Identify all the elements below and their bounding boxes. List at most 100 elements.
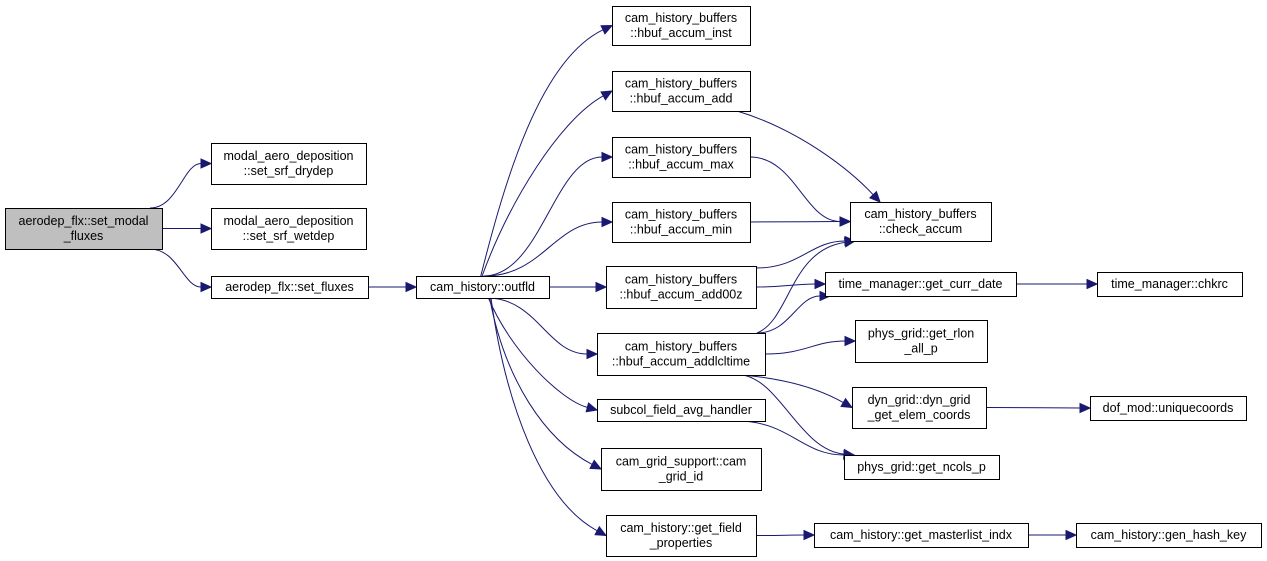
node-box-hbuf_accum_add00z[interactable] [606,266,757,309]
edge-root-to-set_fluxes [149,248,202,288]
edge-subcol_field_avg_handler-to-get_ncols_p [736,420,845,456]
edge-hbuf_accum_addlcltime-to-get_ncols_p [741,374,845,455]
node-box-dyn_grid_get_elem_coords[interactable] [852,387,987,429]
node-set_srf_drydep[interactable]: modal_aero_deposition::set_srf_drydep [211,143,367,185]
node-box-subcol_field_avg_handler[interactable] [597,399,766,422]
arrowhead-outfld-to-hbuf_accum_inst [600,24,614,35]
node-get_masterlist_indx[interactable]: cam_history::get_masterlist_indx [814,523,1029,548]
node-check_accum[interactable]: cam_history_buffers::check_accum [850,202,992,242]
arrowhead-outfld-to-hbuf_accum_max [601,151,614,163]
node-hbuf_accum_addlcltime[interactable]: cam_history_buffers::hbuf_accum_addlclti… [597,333,766,376]
node-label-cam_grid_id-line-0: cam_grid_support::cam [616,455,747,469]
node-box-set_fluxes[interactable] [211,276,369,299]
node-box-root [5,208,163,250]
arrowhead-dyn_grid_get_elem_coords-to-uniquecoords [1079,402,1092,414]
node-cam_grid_id[interactable]: cam_grid_support::cam_grid_id [601,448,762,491]
node-label-root-line-0: aerodep_flx::set_modal [19,214,149,228]
node-box-hbuf_accum_addlcltime[interactable] [597,333,766,376]
node-label-check_accum-line-0: cam_history_buffers [864,207,976,221]
node-label-set_srf_drydep-line-0: modal_aero_deposition [224,149,354,163]
node-box-get_masterlist_indx[interactable] [814,523,1029,548]
node-box-uniquecoords[interactable] [1090,396,1247,421]
node-set_fluxes[interactable]: aerodep_flx::set_fluxes [211,276,369,299]
node-label-dyn_grid_get_elem_coords-line-1: _get_elem_coords [867,408,971,422]
node-box-hbuf_accum_max[interactable] [612,137,751,178]
edge-outfld-to-get_field_properties [490,297,598,532]
edge-outfld-to-hbuf_accum_min [484,221,603,277]
node-get_rlon_all_p[interactable]: phys_grid::get_rlon_all_p [855,320,988,363]
node-box-get_ncols_p[interactable] [844,455,1000,480]
edge-outfld-to-subcol_field_avg_handler [487,297,588,408]
node-label-root-line-1: _fluxes [63,229,104,243]
node-box-set_srf_wetdep[interactable] [211,208,367,250]
node-label-hbuf_accum_max-line-0: cam_history_buffers [625,143,737,157]
arrowhead-outfld-to-hbuf_accum_add [600,90,614,101]
node-dyn_grid_get_elem_coords[interactable]: dyn_grid::dyn_grid_get_elem_coords [852,387,987,429]
node-label-hbuf_accum_inst-line-0: cam_history_buffers [625,11,737,25]
edge-outfld-to-cam_grid_id [489,297,593,465]
node-box-hbuf_accum_min[interactable] [612,202,751,243]
node-label-hbuf_accum_max-line-1: ::hbuf_accum_max [628,158,734,172]
edge-outfld-to-hbuf_accum_max [483,156,603,277]
arrowhead-hbuf_accum_addlcltime-to-check_accum [843,237,857,248]
node-get_curr_date[interactable]: time_manager::get_curr_date [825,272,1017,297]
edge-root-to-set_srf_drydep [149,163,202,209]
node-outfld[interactable]: cam_history::outfld [416,276,550,299]
node-label-dyn_grid_get_elem_coords-line-0: dyn_grid::dyn_grid [868,393,971,407]
node-label-get_field_properties-line-1: _properties [649,536,713,550]
edge-hbuf_accum_min-to-check_accum [749,221,841,223]
edge-outfld-to-hbuf_accum_inst [480,29,604,277]
node-box-cam_grid_id[interactable] [601,448,762,491]
node-label-hbuf_accum_min-line-0: cam_history_buffers [625,208,737,222]
node-box-chkrc[interactable] [1097,272,1243,297]
edge-outfld-to-hbuf_accum_add [481,95,604,277]
edge-outfld-to-hbuf_accum_addlcltime [487,297,588,355]
node-label-hbuf_accum_min-line-1: ::hbuf_accum_min [630,223,732,237]
node-get_ncols_p[interactable]: phys_grid::get_ncols_p [844,455,1000,480]
node-box-get_field_properties[interactable] [606,515,757,557]
node-hbuf_accum_add[interactable]: cam_history_buffers::hbuf_accum_add [612,71,751,112]
node-box-get_curr_date[interactable] [825,272,1017,297]
node-box-check_accum[interactable] [850,202,992,242]
node-hbuf_accum_min[interactable]: cam_history_buffers::hbuf_accum_min [612,202,751,243]
arrowhead-outfld-to-hbuf_accum_add00z [595,281,608,293]
node-box-hbuf_accum_add[interactable] [612,71,751,112]
node-subcol_field_avg_handler[interactable]: subcol_field_avg_handler [597,399,766,422]
node-label-hbuf_accum_addlcltime-line-1: ::hbuf_accum_addlcltime [612,355,750,369]
arrowhead-get_masterlist_indx-to-gen_hash_key [1065,529,1078,541]
node-label-chkrc-line-0: time_manager::chkrc [1111,277,1228,291]
node-label-gen_hash_key-line-0: cam_history::gen_hash_key [1091,528,1247,542]
node-label-get_field_properties-line-0: cam_history::get_field [620,521,742,535]
node-get_field_properties[interactable]: cam_history::get_field_properties [606,515,757,557]
arrowhead-root-to-set_srf_wetdep [200,223,213,234]
arrowhead-hbuf_accum_addlcltime-to-dyn_grid_get_elem_coords [840,397,854,409]
node-hbuf_accum_max[interactable]: cam_history_buffers::hbuf_accum_max [612,137,751,178]
node-box-gen_hash_key[interactable] [1076,523,1262,548]
edge-hbuf_accum_addlcltime-to-get_rlon_all_p [764,340,846,355]
node-box-set_srf_drydep[interactable] [211,143,367,185]
node-label-set_srf_wetdep-line-1: ::set_srf_wetdep [243,229,335,243]
node-chkrc[interactable]: time_manager::chkrc [1097,272,1243,297]
node-label-cam_grid_id-line-1: _grid_id [658,470,704,484]
node-uniquecoords[interactable]: dof_mod::uniquecoords [1090,396,1247,421]
edge-hbuf_accum_max-to-check_accum [749,156,841,222]
node-box-get_rlon_all_p[interactable] [855,320,988,363]
node-hbuf_accum_add00z[interactable]: cam_history_buffers::hbuf_accum_add00z [606,266,757,309]
node-hbuf_accum_inst[interactable]: cam_history_buffers::hbuf_accum_inst [612,6,751,46]
edges-layer [149,24,1099,541]
node-label-get_ncols_p-line-0: phys_grid::get_ncols_p [857,460,986,474]
node-root: aerodep_flx::set_modal_fluxes [5,208,163,250]
edge-get_field_properties-to-get_masterlist_indx [755,534,805,536]
node-label-hbuf_accum_inst-line-1: ::hbuf_accum_inst [630,26,732,40]
node-label-get_rlon_all_p-line-1: _all_p [903,342,937,356]
node-box-outfld[interactable] [416,276,550,299]
node-label-set_srf_drydep-line-1: ::set_srf_drydep [244,164,334,178]
arrowhead-hbuf_accum_addlcltime-to-get_rlon_all_p [844,335,857,347]
node-label-hbuf_accum_add00z-line-0: cam_history_buffers [625,273,737,287]
edge-hbuf_accum_add00z-to-get_curr_date [755,283,816,288]
node-box-hbuf_accum_inst[interactable] [612,6,751,46]
edge-hbuf_accum_addlcltime-to-get_curr_date [756,295,821,334]
node-gen_hash_key[interactable]: cam_history::gen_hash_key [1076,523,1262,548]
node-label-hbuf_accum_addlcltime-line-0: cam_history_buffers [625,340,737,354]
node-set_srf_wetdep[interactable]: modal_aero_deposition::set_srf_wetdep [211,208,367,250]
